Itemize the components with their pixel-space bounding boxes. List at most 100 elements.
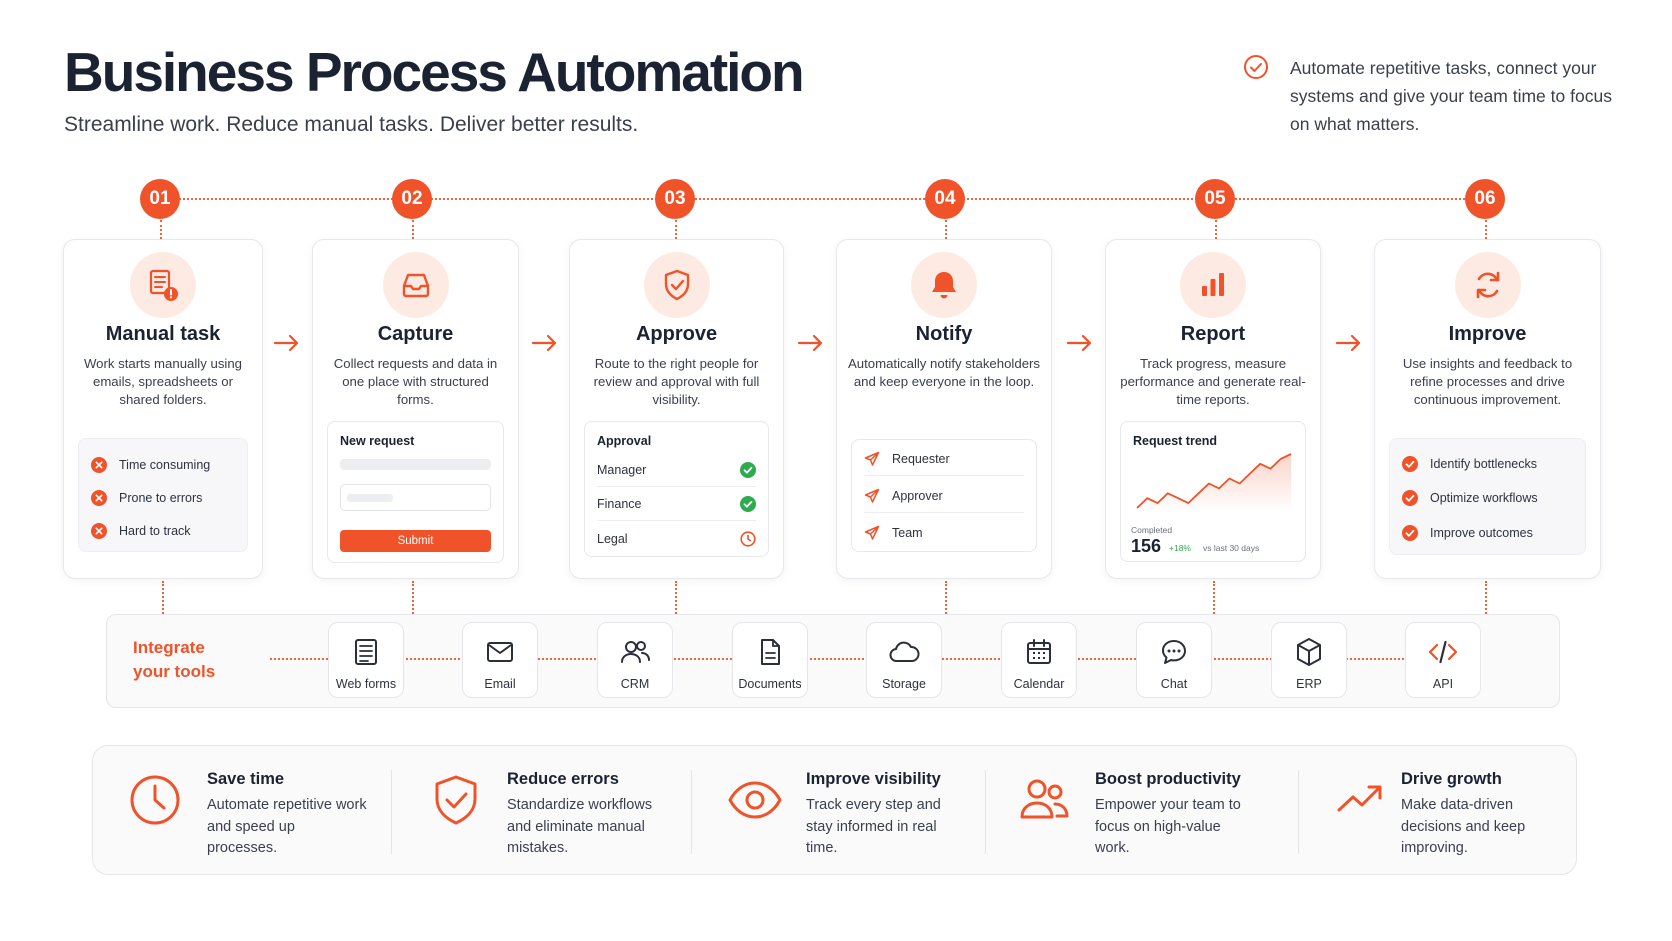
- connector: [675, 220, 677, 239]
- divider: [391, 770, 392, 854]
- shield-check-icon: [435, 775, 477, 825]
- notification-list: Requester Approver Team: [851, 439, 1037, 552]
- connector: [412, 581, 414, 614]
- code-icon: [1428, 640, 1458, 664]
- report-panel: Request trend Completed 156 +18% vs last…: [1120, 421, 1306, 562]
- list-item: Improve outcomes: [1402, 516, 1573, 550]
- divider: [691, 770, 692, 854]
- cloud-icon: [889, 641, 920, 662]
- step-description: Use insights and feedback to refine proc…: [1402, 356, 1573, 407]
- benefit-title: Save time: [207, 770, 285, 788]
- refresh-icon: [1476, 271, 1499, 299]
- list-item: Hard to track: [91, 514, 235, 548]
- tool-documents[interactable]: Documents: [732, 622, 808, 698]
- check-circle-icon: [740, 461, 756, 478]
- connector: [1485, 220, 1487, 239]
- step-badge-1: 01: [140, 179, 180, 219]
- users-icon: [1020, 779, 1069, 819]
- step-description: Route to the right people for review and…: [593, 356, 760, 407]
- send-icon: [864, 488, 880, 503]
- step-card-improve: Improve Use insights and feedback to ref…: [1374, 239, 1601, 579]
- benefit-description: Automate repetitive work and speed up pr…: [207, 797, 367, 856]
- x-circle-icon: [91, 490, 107, 506]
- page-title: Business Process Automation: [64, 41, 805, 103]
- tool-crm[interactable]: CRM: [597, 622, 673, 698]
- x-circle-icon: [91, 457, 107, 473]
- stat-period: vs last 30 days: [1203, 543, 1260, 553]
- tools-connector: [270, 658, 1408, 660]
- tool-chat[interactable]: Chat: [1136, 622, 1212, 698]
- integrate-label: Integrate your tools: [133, 638, 216, 681]
- connector: [162, 581, 164, 614]
- shield-check-icon: [664, 269, 689, 301]
- benefit-description: Track every step and stay informed in re…: [806, 797, 941, 856]
- step-title: Manual task: [105, 323, 221, 345]
- check-circle-icon: [1402, 456, 1418, 472]
- crm-icon: [621, 641, 650, 663]
- list-item: Time consuming: [91, 448, 235, 482]
- step-card-manual-task: Manual task Work starts manually using e…: [63, 239, 263, 579]
- check-circle-icon: [1402, 490, 1418, 506]
- step-description: Automatically notify stakeholders and ke…: [847, 356, 1041, 389]
- request-form: New request Submit: [327, 421, 504, 563]
- clock-icon: [130, 775, 180, 825]
- benefit-title: Drive growth: [1401, 770, 1502, 788]
- tool-email[interactable]: Email: [462, 622, 538, 698]
- step-title: Improve: [1448, 323, 1527, 345]
- step-badge-2: 02: [392, 179, 432, 219]
- check-circle-icon: [740, 495, 756, 512]
- connector: [412, 220, 414, 239]
- tool-erp[interactable]: ERP: [1271, 622, 1347, 698]
- connector: [945, 581, 947, 614]
- clock-icon: [740, 531, 756, 547]
- recipient-row: Requester: [864, 442, 1024, 476]
- benefit-title: Boost productivity: [1095, 770, 1241, 788]
- step-card-approve: Approve Route to the right people for re…: [569, 239, 784, 579]
- connector: [1215, 220, 1217, 239]
- bar-chart-icon: [1202, 273, 1224, 296]
- send-icon: [864, 451, 880, 466]
- chart-title: Request trend: [1133, 434, 1218, 448]
- step-description: Collect requests and data in one place w…: [333, 356, 498, 407]
- benefit-description: Make data-driven decisions and keep impr…: [1401, 797, 1526, 856]
- calendar-icon: [1027, 639, 1051, 664]
- step-title: Notify: [915, 323, 973, 345]
- step-description: Work starts manually using emails, sprea…: [83, 356, 243, 407]
- tool-web-forms[interactable]: Web forms: [328, 622, 404, 698]
- problems-list: Time consuming Prone to errors Hard to t…: [78, 438, 248, 552]
- connector: [160, 220, 162, 239]
- tool-api[interactable]: API: [1405, 622, 1481, 698]
- web-forms-icon: [355, 639, 377, 665]
- tool-calendar[interactable]: Calendar: [1001, 622, 1077, 698]
- step-badge-4: 04: [925, 179, 965, 219]
- step-title: Approve: [635, 323, 718, 345]
- improvements-list: Identify bottlenecks Optimize workflows …: [1389, 438, 1586, 555]
- step-badge-5: 05: [1195, 179, 1235, 219]
- divider: [1298, 770, 1299, 854]
- step-icon-circle: [643, 252, 710, 318]
- step-card-capture: Capture Collect requests and data in one…: [312, 239, 519, 579]
- submit-button[interactable]: Submit: [340, 530, 491, 552]
- step-icon-circle: [1454, 252, 1521, 318]
- eye-icon: [728, 781, 782, 819]
- documents-icon: [761, 639, 780, 665]
- connector: [945, 220, 947, 239]
- step-badge-3: 03: [655, 179, 695, 219]
- check-circle-icon: [1244, 55, 1268, 79]
- step-badge-6: 06: [1465, 179, 1505, 219]
- step-card-report: Report Track progress, measure performan…: [1105, 239, 1321, 579]
- list-item: Identify bottlenecks: [1402, 447, 1573, 481]
- benefit-title: Improve visibility: [806, 770, 941, 788]
- step-title: Capture: [377, 323, 454, 345]
- divider: [985, 770, 986, 854]
- list-item: Optimize workflows: [1402, 481, 1573, 515]
- form-title: New request: [340, 434, 415, 448]
- tool-storage[interactable]: Storage: [866, 622, 942, 698]
- form-input[interactable]: [340, 484, 491, 511]
- page-subtitle: Streamline work. Reduce manual tasks. De…: [64, 113, 639, 136]
- connector: [1213, 581, 1215, 614]
- stat-label: Completed: [1131, 525, 1173, 535]
- benefits-panel: [92, 745, 1577, 875]
- stat-change: +18%: [1169, 543, 1191, 553]
- step-icon-circle: [911, 252, 977, 318]
